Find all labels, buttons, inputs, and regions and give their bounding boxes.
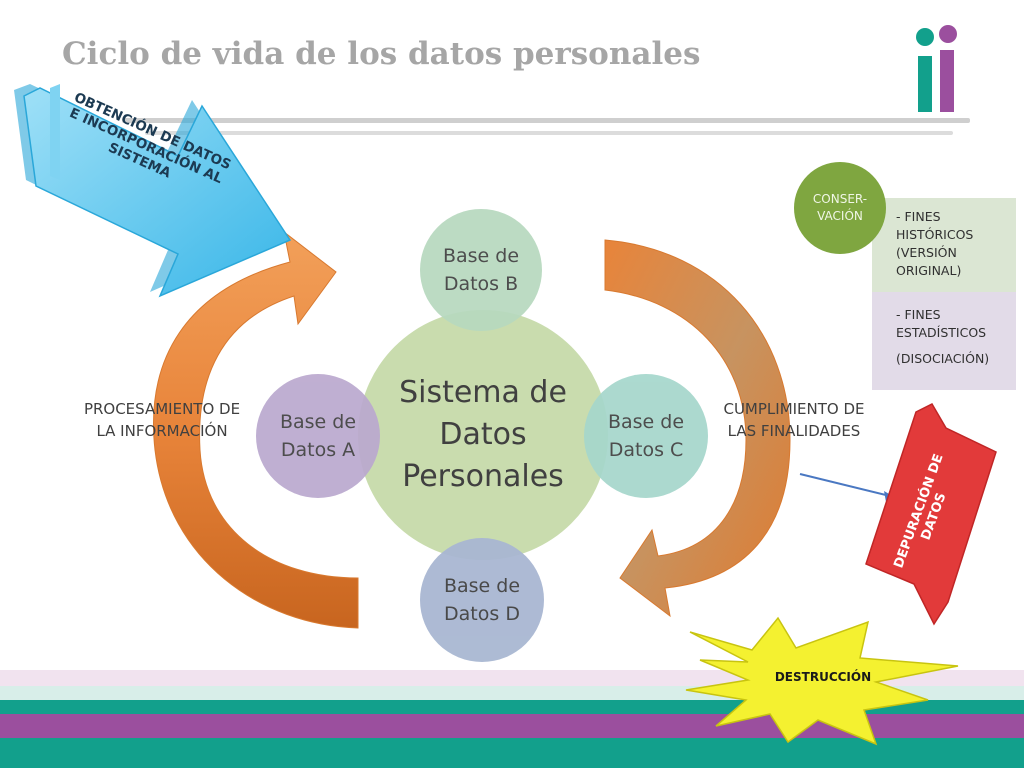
arrow-depuracion bbox=[865, 403, 997, 626]
header-rule-second bbox=[145, 131, 953, 135]
conservacion-circle-text: CONSER- VACIÓN bbox=[813, 191, 867, 225]
arrow-obtencion bbox=[14, 84, 292, 298]
center-node-sistema: Sistema de Datos Personales bbox=[358, 310, 608, 560]
burst-destruccion bbox=[685, 616, 959, 746]
label-line: CUMPLIMIENTO DE bbox=[723, 400, 865, 418]
center-line: Datos bbox=[439, 417, 527, 452]
center-text: Sistema de Datos Personales bbox=[399, 372, 567, 498]
node-text: Base de Datos D bbox=[444, 572, 520, 628]
conservacion-item: HISTÓRICOS bbox=[896, 227, 974, 242]
conservacion-box-top: - FINES HISTÓRICOS (VERSIÓN ORIGINAL) bbox=[872, 198, 1016, 292]
destruccion-label: DESTRUCCIÓN bbox=[774, 670, 872, 684]
conservacion-item: ORIGINAL) bbox=[896, 263, 962, 278]
label-line: PROCESAMIENTO DE bbox=[83, 400, 241, 418]
arrow-procesamiento bbox=[153, 230, 359, 629]
conservacion-item: - FINES bbox=[896, 307, 941, 322]
node-base-datos-d: Base de Datos D bbox=[420, 538, 544, 662]
center-line: Sistema de bbox=[399, 375, 567, 410]
node-text: Base de Datos B bbox=[443, 242, 519, 298]
header-rule bbox=[122, 118, 970, 123]
node-base-datos-a: Base de Datos A bbox=[256, 374, 380, 498]
logo-icon bbox=[916, 25, 957, 112]
conservacion-box-bottom: - FINES ESTADÍSTICOS (DISOCIACIÓN) bbox=[872, 292, 1016, 390]
conservacion-item: - FINES bbox=[896, 209, 941, 224]
conservacion-line: VACIÓN bbox=[817, 209, 863, 223]
label-line: LA INFORMACIÓN bbox=[96, 422, 228, 440]
conservacion-box: - FINES HISTÓRICOS (VERSIÓN ORIGINAL) - … bbox=[872, 198, 1016, 390]
conservacion-circle: CONSER- VACIÓN bbox=[794, 162, 886, 254]
page-title: Ciclo de vida de los datos personales bbox=[62, 36, 701, 72]
footer-band-teal-bottom bbox=[0, 738, 1024, 768]
node-base-datos-b: Base de Datos B bbox=[420, 209, 542, 331]
node-line: Base de bbox=[443, 575, 521, 597]
conservacion-line: CONSER- bbox=[812, 192, 868, 206]
node-line: Datos A bbox=[280, 439, 356, 461]
center-line: Personales bbox=[402, 459, 564, 494]
arrow-cumplimiento bbox=[604, 239, 791, 618]
conservacion-item: (VERSIÓN bbox=[896, 245, 957, 260]
conservacion-item: (DISOCIACIÓN) bbox=[896, 351, 990, 366]
node-line: Base de bbox=[279, 411, 357, 433]
node-line: Base de bbox=[607, 411, 685, 433]
node-text: Base de Datos C bbox=[608, 408, 684, 464]
label-line: LAS FINALIDADES bbox=[727, 422, 861, 440]
node-line: Base de bbox=[442, 245, 520, 267]
node-line: Datos D bbox=[444, 603, 520, 625]
node-text: Base de Datos A bbox=[280, 408, 356, 464]
node-base-datos-c: Base de Datos C bbox=[584, 374, 708, 498]
conservacion-item: ESTADÍSTICOS bbox=[896, 325, 987, 340]
label-procesamiento: PROCESAMIENTO DE LA INFORMACIÓN bbox=[70, 398, 254, 442]
node-line: Datos C bbox=[608, 439, 684, 461]
label-cumplimiento: CUMPLIMIENTO DE LAS FINALIDADES bbox=[704, 398, 884, 442]
node-line: Datos B bbox=[443, 273, 519, 295]
connector-arrow bbox=[799, 473, 891, 497]
